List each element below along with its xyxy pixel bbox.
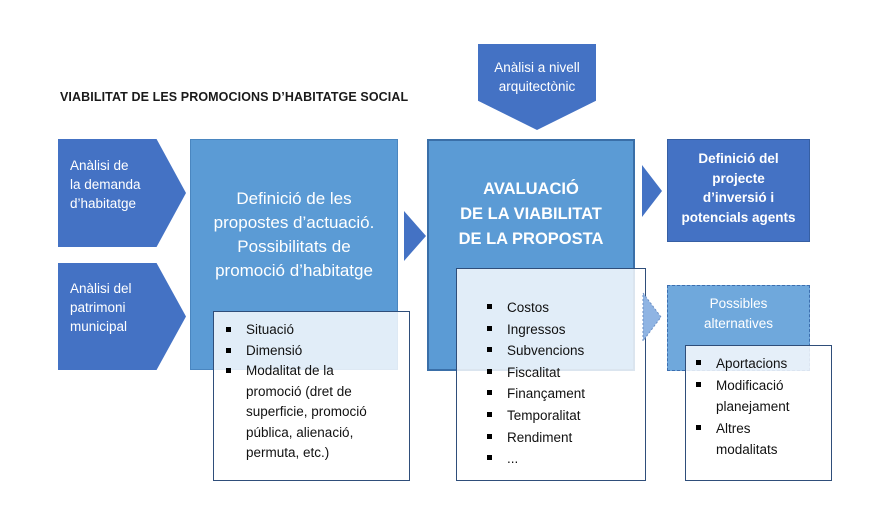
output-line: projecte xyxy=(712,170,765,186)
output-line: d’inversió i xyxy=(702,190,775,205)
list-item: Subvencions xyxy=(481,340,639,362)
definition-bullets-box: Situació Dimensió Modalitat de la promoc… xyxy=(213,311,410,481)
demand-line: d’habitatge xyxy=(70,196,137,211)
architecture-line: Anàlisi a nivell xyxy=(494,60,580,75)
evaluation-line: DE LA PROPOSTA xyxy=(458,230,604,248)
list-item: Situació xyxy=(220,320,403,341)
demand-line: la demanda xyxy=(70,177,141,192)
list-item: Costos xyxy=(481,297,639,319)
definition-line: Definició de les xyxy=(236,189,352,208)
list-item: ... xyxy=(481,448,639,470)
output-line: Definició del xyxy=(698,151,779,166)
patrimony-line: patrimoni xyxy=(70,300,126,315)
demand-analysis-shape: Anàlisi de la demanda d’habitatge xyxy=(58,139,186,247)
list-item: Dimensió xyxy=(220,341,403,362)
list-item: Aportacions xyxy=(690,353,827,375)
definition-line: Possibilitats de xyxy=(237,237,351,256)
alternatives-line: Possibles xyxy=(709,296,768,311)
evaluation-bullets-box: Costos Ingressos Subvencions Fiscalitat … xyxy=(456,268,646,481)
evaluation-line: DE LA VIABILITAT xyxy=(460,205,602,223)
alternatives-line: alternatives xyxy=(703,316,774,331)
demand-line: Anàlisi de xyxy=(70,158,129,173)
patrimony-line: municipal xyxy=(70,319,128,334)
architecture-analysis-shape: Anàlisi a nivell arquitectònic xyxy=(478,44,596,130)
arrow-right-icon xyxy=(642,165,662,217)
definition-line: promoció d’habitatge xyxy=(215,261,373,280)
list-item: Modalitat de la promoció (dret de superf… xyxy=(220,361,403,464)
diagram-title: VIABILITAT DE LES PROMOCIONS D’HABITATGE… xyxy=(60,90,409,104)
arrow-right-icon xyxy=(404,211,426,261)
list-item: Finançament xyxy=(481,383,639,405)
list-item: Fiscalitat xyxy=(481,362,639,384)
output-line: potencials agents xyxy=(681,209,796,225)
architecture-line: arquitectònic xyxy=(498,79,576,94)
dashed-arrow-right-icon xyxy=(642,292,662,342)
list-item: Temporalitat xyxy=(481,405,639,427)
list-item: Ingressos xyxy=(481,319,639,341)
evaluation-line: AVALUACIÓ xyxy=(483,180,579,198)
list-item: Rendiment xyxy=(481,427,639,449)
output-box: Definició del projecte d’inversió i pote… xyxy=(667,139,810,242)
list-item: Modificació planejament xyxy=(690,375,827,418)
definition-line: propostes d’actuació. xyxy=(213,213,375,232)
patrimony-line: Anàlisi del xyxy=(70,281,132,296)
patrimony-analysis-shape: Anàlisi del patrimoni municipal xyxy=(58,263,186,370)
list-item: Altres modalitats xyxy=(690,418,827,461)
alternatives-bullets-box: Aportacions Modificació planejament Altr… xyxy=(685,345,832,481)
